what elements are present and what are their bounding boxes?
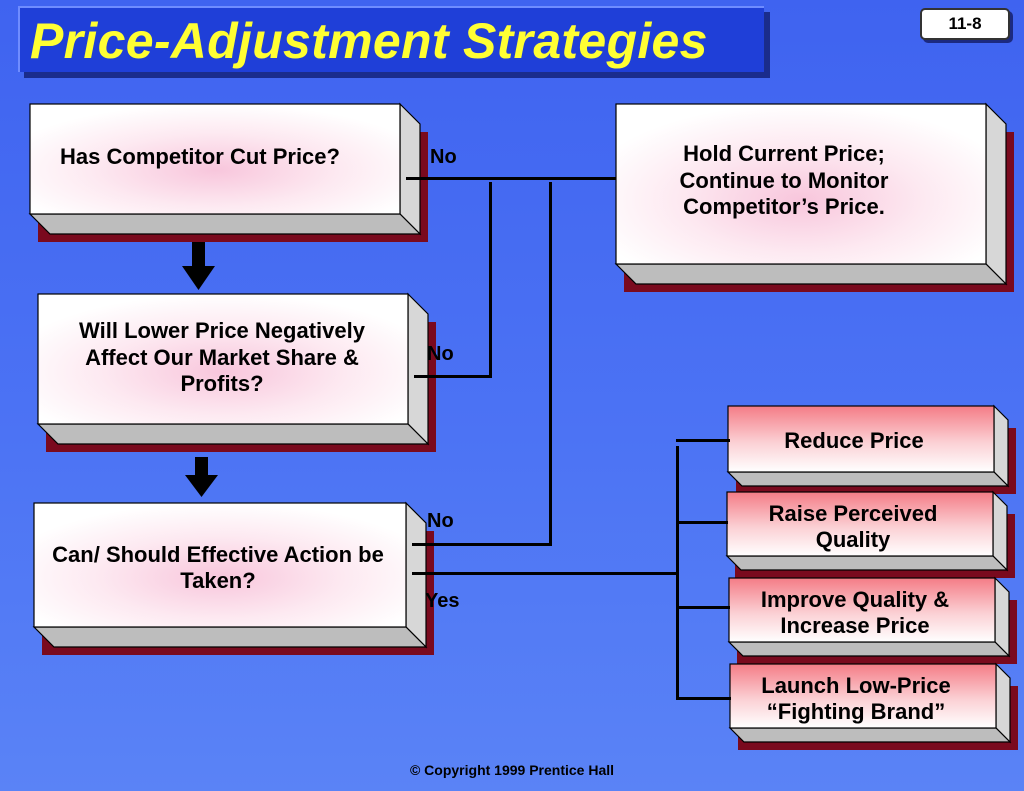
box-shape	[28, 102, 428, 242]
label-no-1: No	[430, 146, 457, 168]
connector-options-bus	[676, 446, 679, 700]
connector-option-1	[676, 439, 730, 442]
connector-option-4	[676, 697, 731, 700]
connector-q3-riser	[549, 182, 552, 546]
box-shape	[32, 501, 434, 655]
label-no-2: No	[427, 343, 454, 365]
label-yes: Yes	[425, 590, 460, 612]
connector-q3-yes	[412, 572, 678, 575]
down-arrow-1	[182, 242, 215, 290]
decision-effective-action-text: Can/ Should Effective Action be Taken?	[52, 541, 384, 593]
connector-q3-no	[412, 543, 552, 546]
decision-competitor-cut-price-text: Has Competitor Cut Price?	[60, 143, 340, 169]
decision-effective-action: Can/ Should Effective Action be Taken?	[32, 501, 434, 663]
connector-q2-no	[414, 375, 492, 378]
decision-affect-market-share: Will Lower Price Negatively Affect Our M…	[36, 292, 436, 460]
connector-q1-to-hold	[406, 177, 616, 180]
hold-current-price-text: Hold Current Price; Continue to Monitor …	[679, 141, 889, 220]
option-improve-quality-text: Improve Quality & Increase Price	[760, 586, 950, 638]
box-shape	[728, 662, 1018, 750]
option-improve-quality: Improve Quality & Increase Price	[727, 576, 1017, 666]
slide-number: 11-8	[920, 8, 1010, 40]
down-arrow-2	[185, 457, 218, 497]
hold-current-price-box: Hold Current Price; Continue to Monitor …	[614, 102, 1014, 306]
option-reduce-price-text: Reduce Price	[784, 427, 924, 453]
box-shape	[725, 490, 1015, 578]
box-shape	[614, 102, 1014, 292]
option-reduce-price: Reduce Price	[726, 404, 1016, 498]
decision-affect-market-share-text: Will Lower Price Negatively Affect Our M…	[79, 318, 365, 397]
connector-option-2	[676, 521, 728, 524]
option-fighting-brand-text: Launch Low-Price “Fighting Brand”	[761, 672, 951, 724]
title-bar: Price-Adjustment Strategies	[18, 6, 764, 72]
option-raise-perceived-quality: Raise Perceived Quality	[725, 490, 1015, 580]
box-shape	[727, 576, 1017, 664]
connector-q2-riser	[489, 182, 492, 378]
option-raise-perceived-quality-text: Raise Perceived Quality	[768, 500, 938, 552]
copyright-footer: © Copyright 1999 Prentice Hall	[409, 762, 615, 778]
slide-title: Price-Adjustment Strategies	[30, 13, 708, 69]
label-no-3: No	[427, 510, 454, 532]
connector-option-3	[676, 606, 730, 609]
option-fighting-brand: Launch Low-Price “Fighting Brand”	[728, 662, 1018, 752]
box-shape	[726, 404, 1016, 494]
decision-competitor-cut-price: Has Competitor Cut Price?	[28, 102, 428, 248]
box-shape	[36, 292, 436, 452]
